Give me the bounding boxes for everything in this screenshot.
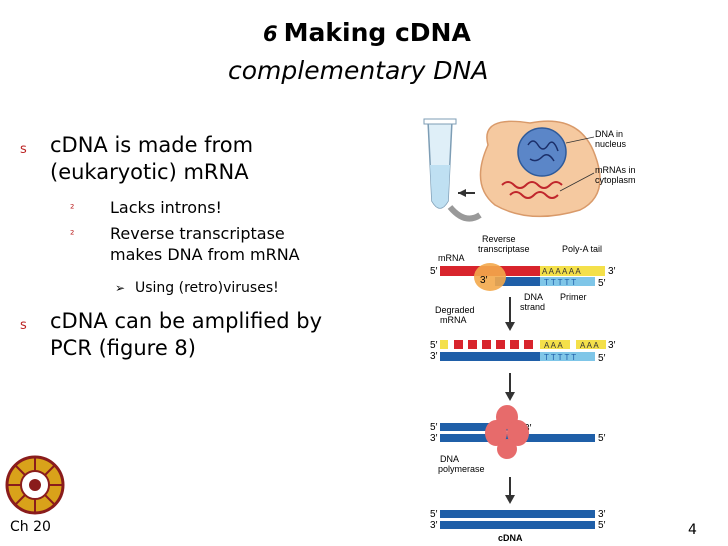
subtitle: complementary DNA <box>228 56 489 85</box>
test-tube-icon <box>423 118 457 209</box>
aaa-text: A A A <box>544 341 563 350</box>
bullet-text-line: makes DNA from mRNA <box>110 245 300 264</box>
cdna-strand <box>440 521 595 529</box>
reverse-transcriptase-enzyme <box>474 263 506 291</box>
label-5prime: 5′ <box>598 433 606 444</box>
cell-diagram <box>479 120 601 218</box>
primer <box>540 277 595 286</box>
cdna-strand <box>440 510 595 518</box>
arrowhead <box>505 392 515 401</box>
arrowhead <box>505 322 515 331</box>
poly-a-text: A A A A A A <box>542 267 581 276</box>
bullet-level1: s cDNA is made from (eukaryotic) mRNA <box>20 132 360 192</box>
label-5prime: 5′ <box>598 278 606 289</box>
university-seal-logo <box>5 455 65 515</box>
bullet-marker-arrow: ➢ <box>115 281 126 295</box>
bullet-text-line: (eukaryotic) mRNA <box>50 160 249 184</box>
bullet-text: cDNA is made from (eukaryotic) mRNA <box>50 132 380 186</box>
arrowhead <box>458 189 466 197</box>
label-3prime: 3′ <box>608 266 616 277</box>
label-5prime: 5′ <box>598 353 606 364</box>
dna-polymerase-enzyme <box>485 405 529 459</box>
bullet-text: cDNA can be amplified by PCR (figure 8) <box>50 308 380 362</box>
bullet-text-line: PCR (figure 8) <box>50 336 196 360</box>
label-primer: Primer <box>560 292 587 302</box>
label-cdna: cDNA <box>498 533 523 543</box>
bullet-text-line: Reverse transcriptase <box>110 224 285 243</box>
title-number: 6 <box>263 22 278 46</box>
label-poly-a-tail: Poly-A tail <box>562 244 602 254</box>
title-main: Making cDNA <box>283 18 471 47</box>
aaa-text: A A A <box>580 341 599 350</box>
bullet-marker: ² <box>70 202 75 215</box>
dna-strand <box>440 352 540 361</box>
bullet-marker: s <box>20 318 27 333</box>
label-3prime: 3′ <box>608 340 616 351</box>
label-3prime: 3′ <box>480 275 488 286</box>
bullet-text-line: cDNA is made from <box>50 133 254 157</box>
label-mrna: mRNA <box>438 253 465 263</box>
label-5prime: 5′ <box>430 340 438 351</box>
bullet-text: Reverse transcriptase makes DNA from mRN… <box>110 223 370 265</box>
label-3prime: 3′ <box>430 351 438 362</box>
new-dna-strand <box>440 423 510 431</box>
label-5prime: 5′ <box>598 520 606 531</box>
poly-t-text: T T T T T <box>544 353 576 362</box>
degraded-mrna-fragments <box>440 340 606 349</box>
label-3prime: 3′ <box>430 433 438 444</box>
chapter-label: Ch 20 <box>10 519 51 535</box>
label-3prime: 3′ <box>430 520 438 531</box>
bullet-text: Lacks introns! <box>110 198 222 217</box>
label-5prime: 5′ <box>430 422 438 433</box>
arrowhead <box>505 495 515 504</box>
label-5prime: 5′ <box>430 266 438 277</box>
poly-a-tail <box>540 266 605 276</box>
primer <box>540 352 595 361</box>
page-number: 4 <box>688 522 697 538</box>
bullet-level1: s cDNA can be amplified by PCR (figure 8… <box>20 308 360 368</box>
bullet-marker: s <box>20 142 27 157</box>
poly-t-text: T T T T T <box>544 278 576 287</box>
curved-arrow <box>447 205 482 222</box>
label-5prime: 5′ <box>430 509 438 520</box>
dna-strand <box>495 277 540 286</box>
bullet-text: Using (retro)viruses! <box>135 280 279 296</box>
label-3prime: 3′ <box>598 509 606 520</box>
bullet-text-line: cDNA can be amplified by <box>50 309 323 333</box>
bullet-marker: ² <box>70 228 75 241</box>
